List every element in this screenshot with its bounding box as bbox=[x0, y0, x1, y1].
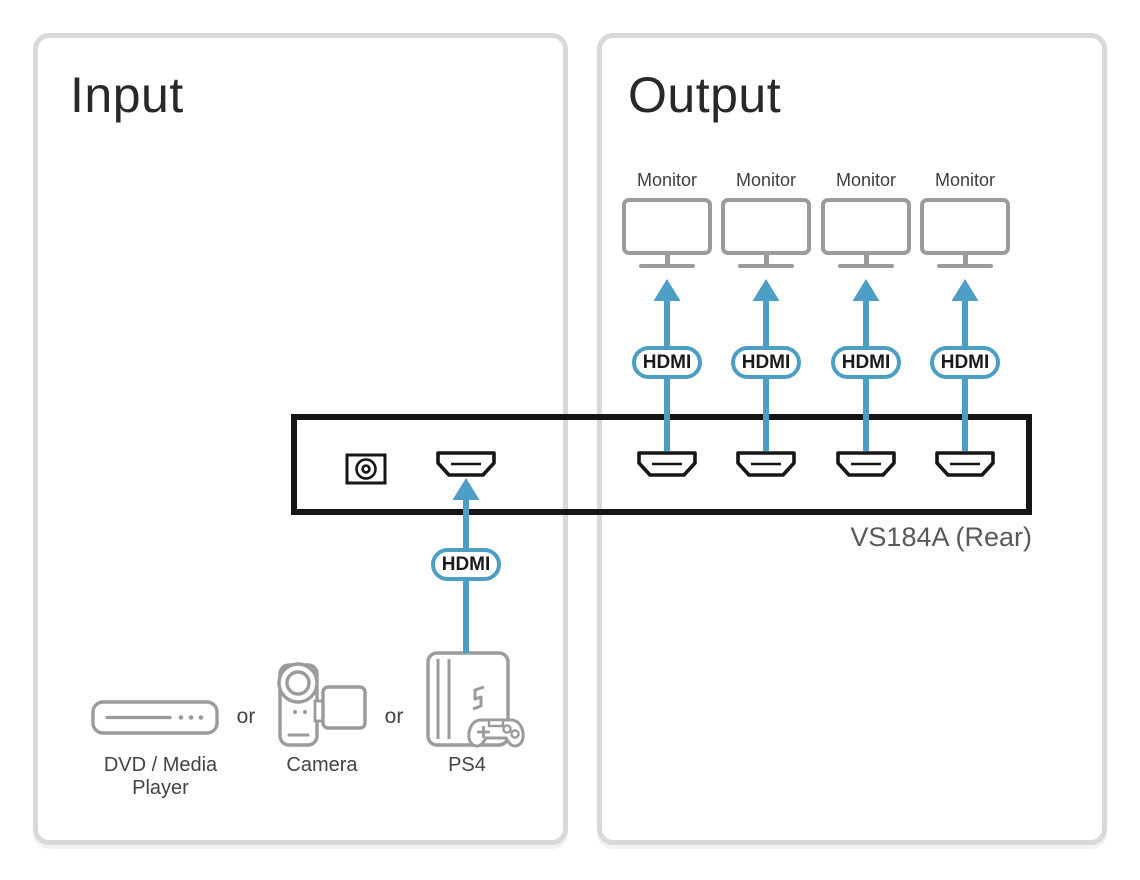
dvd-media-player-label: DVD / Media Player bbox=[103, 754, 218, 799]
or-separator-1: or bbox=[236, 705, 256, 728]
monitor-4-stand bbox=[962, 255, 968, 264]
device-caption: VS184A (Rear) bbox=[850, 522, 1032, 552]
vs184a-rear-box bbox=[291, 414, 1032, 515]
hdmi-output-port-icon-1 bbox=[637, 451, 697, 477]
hdmi-badge-output-1: HDMI bbox=[632, 346, 702, 379]
monitor-3-label: Monitor bbox=[835, 170, 897, 190]
monitor-2: Monitor bbox=[716, 170, 816, 268]
hdmi-badge-output-4: HDMI bbox=[930, 346, 1000, 379]
or-separator-2: or bbox=[384, 705, 404, 728]
hdmi-output-port-icon-3 bbox=[836, 451, 896, 477]
monitor-2-stand bbox=[763, 255, 769, 264]
monitor-1-label: Monitor bbox=[636, 170, 698, 190]
dvd-media-player-icon bbox=[91, 700, 219, 735]
hdmi-badge-input: HDMI bbox=[431, 548, 501, 581]
monitor-2-screen-icon bbox=[721, 198, 811, 255]
monitor-4-screen-icon bbox=[920, 198, 1010, 255]
hdmi-output-port-icon-2 bbox=[736, 451, 796, 477]
monitor-3: Monitor bbox=[816, 170, 916, 268]
ps4-icon bbox=[426, 651, 525, 748]
power-jack-icon bbox=[345, 453, 387, 485]
monitor-4: Monitor bbox=[915, 170, 1015, 268]
hdmi-output-port-icon-4 bbox=[935, 451, 995, 477]
hdmi-input-port-icon bbox=[436, 451, 496, 477]
hdmi-badge-output-3: HDMI bbox=[831, 346, 901, 379]
monitor-2-label: Monitor bbox=[735, 170, 797, 190]
monitor-1-screen-icon bbox=[622, 198, 712, 255]
input-panel-title: Input bbox=[70, 67, 184, 123]
camera-icon bbox=[277, 662, 367, 747]
monitor-3-screen-icon bbox=[821, 198, 911, 255]
output-panel bbox=[597, 33, 1107, 845]
monitor-3-stand bbox=[863, 255, 869, 264]
output-panel-title: Output bbox=[628, 67, 782, 123]
camera-label: Camera bbox=[286, 754, 358, 776]
monitor-1-stand bbox=[664, 255, 670, 264]
ps4-label: PS4 bbox=[448, 754, 486, 776]
monitor-4-label: Monitor bbox=[934, 170, 996, 190]
monitor-1: Monitor bbox=[617, 170, 717, 268]
hdmi-badge-output-2: HDMI bbox=[731, 346, 801, 379]
